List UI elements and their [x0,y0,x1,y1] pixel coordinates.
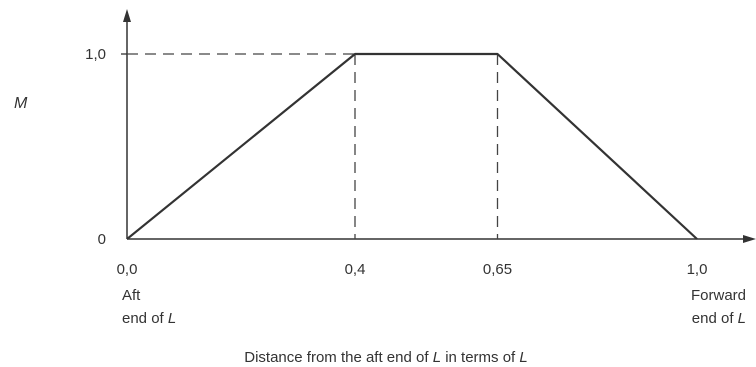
series-line [126,52,698,240]
annotation-forward-line1: Forward [691,287,746,304]
x-tick-label-3: 1,0 [687,261,708,278]
annotation-forward-line2: end of L [692,310,746,327]
y-tick-label-1: 1,0 [85,46,106,63]
x-axis-arrow [743,235,756,243]
annotation-aft-line2: end of L [122,310,176,327]
x-tick-label-0: 0,0 [117,261,138,278]
x-tick-label-2: 0,65 [483,261,512,278]
x-axis-label: Distance from the aft end of L in terms … [244,349,527,366]
y-axis-label: M [14,95,28,112]
annotation-aft-line1: Aft [122,287,141,304]
y-axis-arrow [123,9,131,22]
x-tick-label-1: 0,4 [345,261,366,278]
y-tick-label-0: 0 [98,231,106,248]
